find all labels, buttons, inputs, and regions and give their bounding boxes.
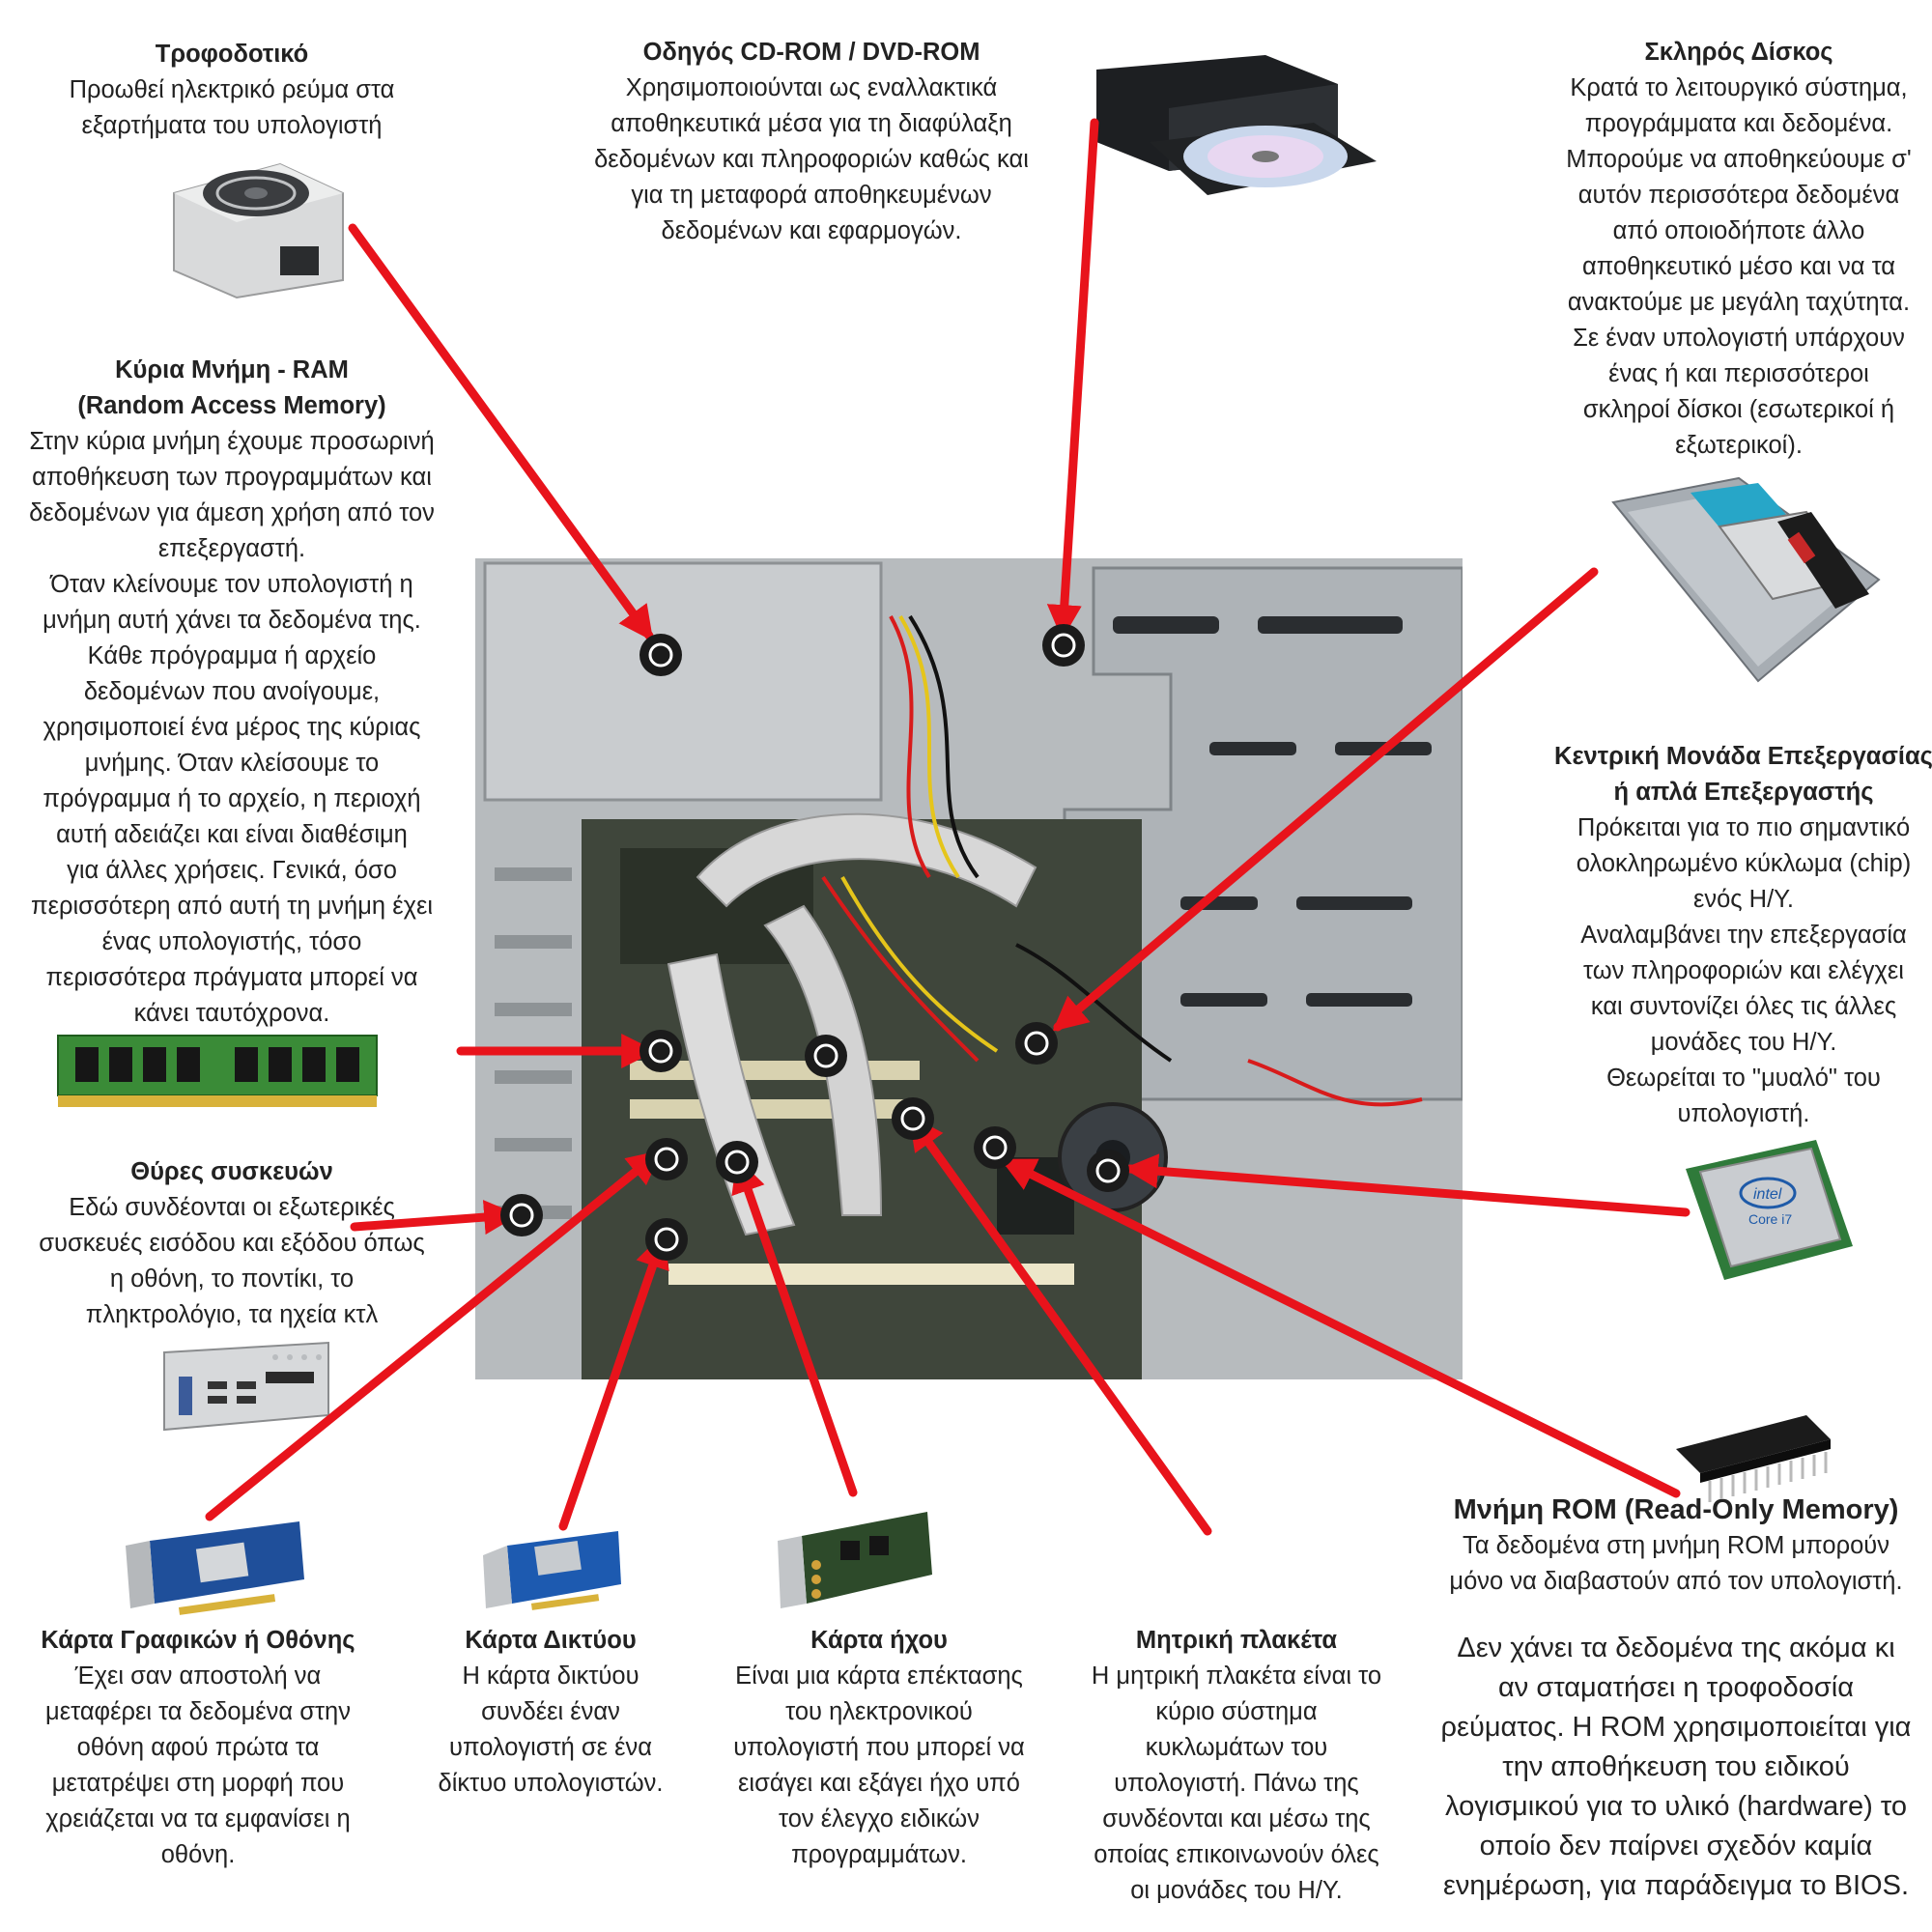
hdd-desc: Κρατά το λειτουργικό σύστημα, προγράμματ… [1566,74,1912,459]
sound-card-picture [778,1512,932,1608]
arrow-sound [731,1157,858,1497]
rom-block: Μνήμη ROM (Read-Only Memory) Τα δεδομένα… [1420,1492,1932,1906]
mobo-title: Μητρική πλακέτα [1135,1627,1338,1654]
gpu-desc: Έχει σαν αποστολή να μεταφέρει τα δεδομέ… [45,1662,351,1868]
arrow-cpu [1122,1153,1690,1217]
nic-desc: Η κάρτα δικτύου συνδέει έναν υπολογιστή … [438,1662,664,1797]
arrow-cdrom [1046,118,1099,640]
cpu-block: Κεντρική Μονάδα Επεξεργασίας ή απλά Επεξ… [1541,739,1932,1132]
ports-title: Θύρες συσκευών [130,1158,333,1185]
ram-title: Κύρια Μνήμη - RAM (Random Access Memory) [77,356,386,419]
gpu-block: Κάρτα Γραφικών ή Οθόνης Έχει σαν αποστολ… [14,1623,382,1873]
psu-title: Τροφοδοτικό [155,41,309,68]
arrow-mobo [908,1115,1212,1536]
arrow-psu [348,223,654,641]
cpu-picture: intel Core i7 [1686,1140,1853,1280]
arrow-nic [558,1233,669,1531]
sound-desc: Είναι μια κάρτα επέκτασης του ηλεκτρονικ… [733,1662,1025,1868]
nic-picture [483,1531,621,1610]
hotspot-ports[interactable] [500,1194,543,1236]
arrow-hdd [1052,567,1599,1032]
ports-picture [163,1341,329,1432]
hotspot-nic[interactable] [645,1218,688,1261]
hotspot-markers [500,624,1129,1261]
psu-block: Τροφοδοτικό Προωθεί ηλεκτρικό ρεύμα στα … [29,37,435,144]
ram-picture [57,1035,378,1107]
mobo-block: Μητρική πλακέτα Η μητρική πλακέτα είναι … [1063,1623,1410,1909]
hotspot-psu[interactable] [639,634,682,676]
ports-desc: Εδώ συνδέονται οι εξωτερικές συσκευές ει… [39,1194,425,1328]
ram-desc: Στην κύρια μνήμη έχουμε προσωρινή αποθήκ… [29,428,435,1027]
hdd-title: Σκληρός Δίσκος [1644,39,1833,66]
cdrom-title: Οδηγός CD-ROM / DVD-ROM [642,39,980,66]
rom-desc: Τα δεδομένα στη μνήμη ROM μπορούν μόνο ν… [1449,1532,1903,1595]
nic-title: Κάρτα Δικτύου [465,1627,637,1654]
gpu-title: Κάρτα Γραφικών ή Οθόνης [41,1627,355,1654]
rom-extra: Δεν χάνει τα δεδομένα της ακόμα κι αν στ… [1440,1633,1912,1901]
psu-picture [173,162,344,299]
gpu-picture [126,1521,304,1615]
mobo-desc: Η μητρική πλακέτα είναι το κύριο σύστημα… [1091,1662,1382,1904]
sound-block: Κάρτα ήχου Είναι μια κάρτα επέκτασης του… [710,1623,1048,1873]
hotspot-ram[interactable] [639,1030,682,1072]
hotspot-mobo[interactable] [892,1097,934,1140]
arrow-ports [350,1200,520,1236]
arrow-gpu [205,1150,663,1521]
rom-picture [1676,1415,1831,1502]
cdrom-desc: Χρησιμοποιούνται ως εναλλακτικά αποθηκευ… [594,74,1029,244]
arrow-rom [1000,1157,1681,1498]
hdd-picture [1611,476,1881,683]
hotspot-hdd[interactable] [1015,1022,1058,1065]
cpu-brand-text: intel [1753,1186,1782,1203]
cpu-title: Κεντρική Μονάδα Επεξεργασίας ή απλά Επεξ… [1554,743,1932,806]
hotspot-cpu[interactable] [1087,1150,1129,1192]
psu-desc: Προωθεί ηλεκτρικό ρεύμα στα εξαρτήματα τ… [69,76,395,139]
hotspot-rom[interactable] [974,1126,1016,1169]
hotspot-extra[interactable] [805,1035,847,1077]
hotspot-cdrom[interactable] [1042,624,1085,667]
ram-block: Κύρια Μνήμη - RAM (Random Access Memory)… [0,353,464,1032]
cdrom-block: Οδηγός CD-ROM / DVD-ROM Χρησιμοποιούνται… [541,35,1082,249]
hdd-block: Σκληρός Δίσκος Κρατά το λειτουργικό σύστ… [1526,35,1932,464]
sound-title: Κάρτα ήχου [810,1627,948,1654]
ports-block: Θύρες συσκευών Εδώ συνδέονται οι εξωτερι… [0,1154,464,1333]
cpu-desc: Πρόκειται για το πιο σημαντικό ολοκληρωμ… [1576,814,1912,1127]
cpu-model-text: Core i7 [1748,1211,1792,1227]
rom-title: Μνήμη ROM (Read-Only Memory) [1453,1494,1899,1525]
hotspot-sound[interactable] [716,1141,758,1183]
nic-block: Κάρτα Δικτύου Η κάρτα δικτύου συνδέει έν… [425,1623,676,1802]
cdrom-picture [1096,55,1377,195]
hotspot-gpu[interactable] [645,1138,688,1180]
